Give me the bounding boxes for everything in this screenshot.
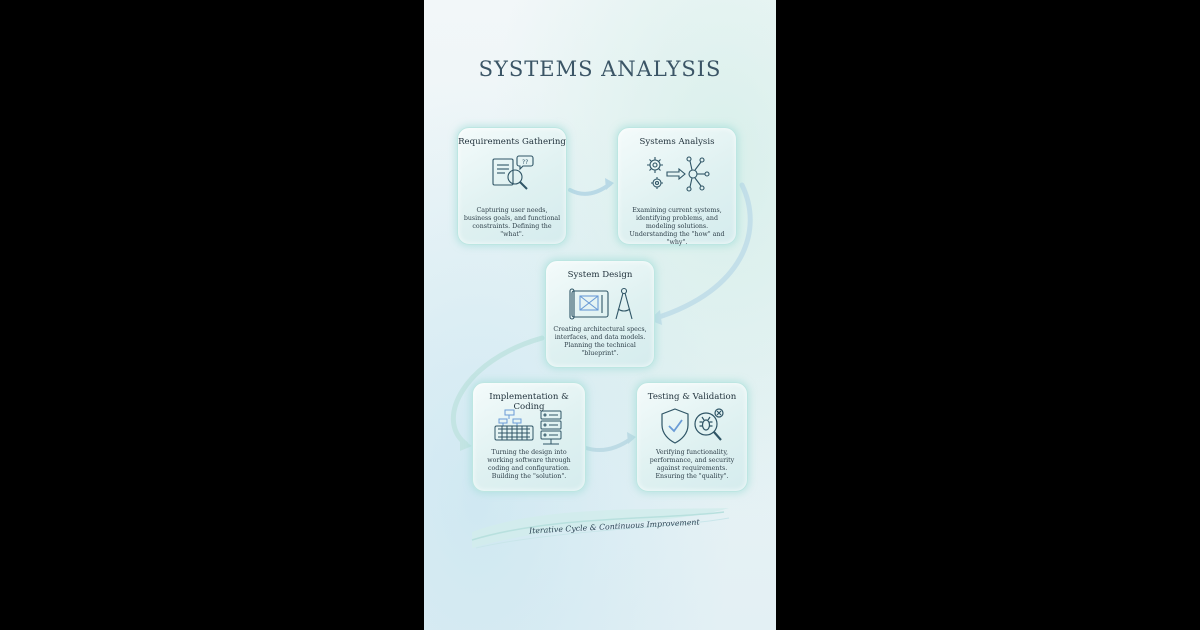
arrow-3-to-4 bbox=[450, 335, 545, 447]
arrow-4-to-5 bbox=[584, 436, 634, 452]
infographic-poster: SYSTEMS ANALYSIS Requirements Gathering bbox=[424, 0, 776, 630]
svg-text:??: ?? bbox=[522, 159, 528, 166]
blueprint-compass-icon bbox=[569, 287, 633, 320]
arrow-2-to-3 bbox=[653, 182, 753, 321]
step-card-systems-analysis: Systems Analysis Examining current syste… bbox=[617, 127, 737, 246]
step-card-requirements: Requirements Gathering ?? Capturing user… bbox=[457, 127, 567, 245]
step-description: Turning the design into working software… bbox=[487, 449, 571, 480]
step-description: Capturing user needs, business goals, an… bbox=[463, 207, 561, 238]
step-card-system-design: System Design Creating architectural spe… bbox=[545, 260, 655, 368]
step-card-testing: Testing & Validation Verifying functiona… bbox=[636, 382, 748, 492]
gears-network-icon bbox=[647, 156, 710, 192]
footer-swoosh bbox=[472, 508, 729, 548]
step-title: Testing & Validation bbox=[647, 392, 737, 402]
arrow-1-to-2 bbox=[568, 182, 612, 196]
step-description: Verifying functionality, performance, an… bbox=[649, 449, 735, 480]
page-title: SYSTEMS ANALYSIS bbox=[478, 57, 722, 81]
step-description: Examining current systems, identifying p… bbox=[629, 207, 725, 246]
step-title: System Design bbox=[567, 270, 633, 280]
shield-bug-icon bbox=[661, 408, 724, 444]
step-title: Requirements Gathering bbox=[458, 137, 566, 147]
step-description: Creating architectural specs, interfaces… bbox=[553, 326, 647, 357]
flow-connectors bbox=[450, 178, 753, 549]
step-card-implementation: Implementation & Coding Turning the desi… bbox=[472, 382, 586, 492]
step-title: Implementation & Coding bbox=[489, 392, 569, 412]
step-title: Systems Analysis bbox=[639, 137, 715, 147]
document-search-icon: ?? bbox=[492, 155, 534, 190]
keyboard-server-icon bbox=[494, 409, 562, 445]
